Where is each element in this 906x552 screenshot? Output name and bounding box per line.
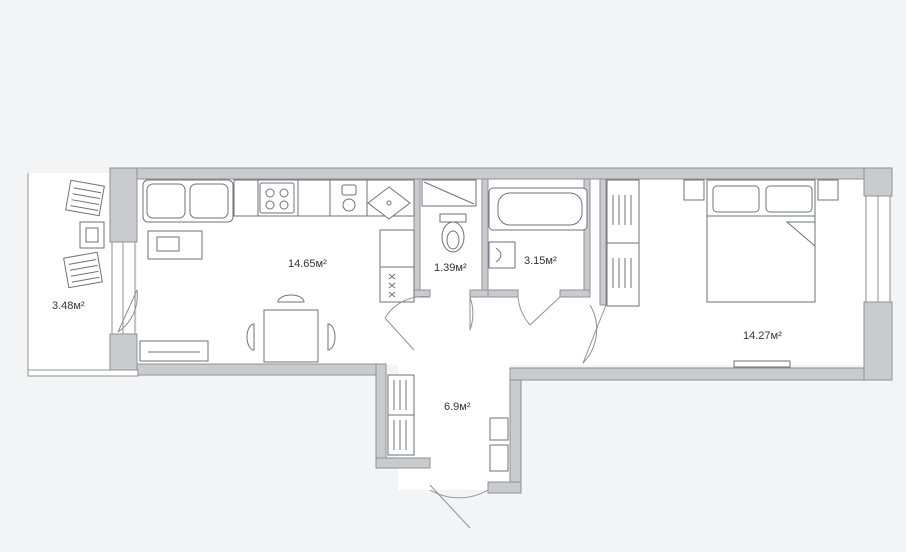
wall-left-upper [109,167,138,243]
wall-bath-bottom [487,289,519,298]
walls [27,167,893,494]
wall-toilet-bottom [469,289,489,298]
wall-kitchen-right [413,289,431,298]
wall-toilet-left [413,178,421,298]
washer-box [421,179,477,207]
wall-hall-right [509,367,522,494]
area-labels: 3.48м² 14.65м² 1.39м² 3.15м² 14.27м² 6.9… [52,255,782,413]
bed-icon [683,179,839,303]
wall-right-upper [863,167,893,197]
wall-left-lower [109,333,138,376]
wall-balcony-rail [27,369,139,377]
desk-with-laptop [147,230,203,260]
area-label-toilet: 1.39м² [434,262,467,274]
wall-bed-left [599,178,607,306]
area-label-hallway: 6.9м² [444,401,471,413]
area-label-bathroom: 3.15м² [524,255,557,267]
wall-bottom-right [509,367,866,381]
area-label-kitchen-living: 14.65м² [288,258,327,270]
kettle-icon [341,184,357,212]
dining-table-icon [246,294,336,363]
stove-icon [259,182,295,214]
toilet-icon [439,213,467,253]
counter-side [379,229,415,303]
area-label-balcony: 3.48м² [52,300,85,312]
windows [27,173,891,375]
wall-bath-bottom2 [559,289,591,298]
sofa-icon [142,179,234,223]
wall-hall-right-bottom [487,481,522,494]
wardrobe-icon [387,179,640,472]
bedroom-tv-icon [733,360,791,368]
bathtub-icon [488,187,588,231]
tv-icon [139,340,209,362]
wall-hall-left [375,363,387,469]
wall-top [109,167,866,180]
door-swing-icon [117,289,607,529]
sink-icon [367,186,411,220]
wall-hall-left-bottom [375,457,431,469]
wall-right-lower [863,301,893,381]
lounge-chair-icon [63,179,105,289]
wall-toilet-right [481,178,489,298]
wall-bottom-left [136,363,387,376]
area-label-bedroom: 14.27м² [743,330,782,342]
bath-sink-icon [488,241,516,269]
furniture [63,179,839,472]
